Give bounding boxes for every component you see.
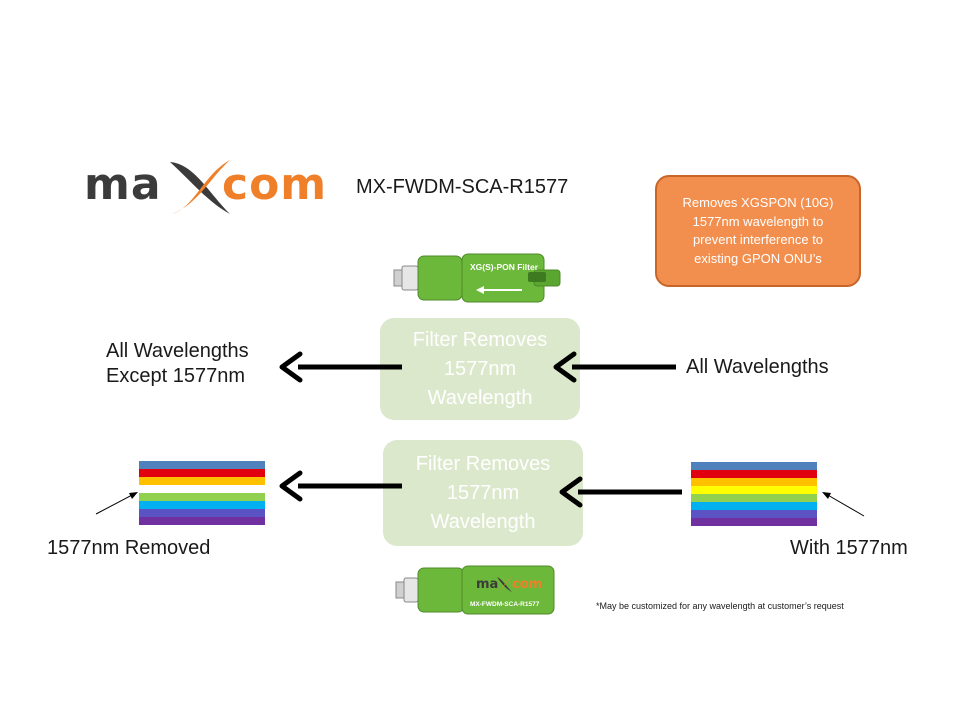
spectrum-stripe xyxy=(139,485,265,493)
pointer-left-icon xyxy=(129,492,138,499)
filter-box-top-line: 1577nm xyxy=(443,357,517,380)
spectrum-stripe xyxy=(139,493,265,501)
description-text: Removes XGSPON (10G) 1577nm wavelength t… xyxy=(682,195,834,266)
label-input-top: All Wavelengths xyxy=(686,356,829,378)
logo-text-left: ma xyxy=(84,159,162,210)
filter-box-top-line: Filter Removes xyxy=(412,328,548,351)
spectrum-stripe xyxy=(691,494,817,502)
spectrum-stripe xyxy=(691,478,817,486)
spectrum-input-stack xyxy=(691,462,817,526)
label-output-top-line: Except 1577nm xyxy=(106,365,245,387)
footnote: *May be customized for any wavelength at… xyxy=(596,601,844,611)
spectrum-stripe xyxy=(139,477,265,485)
spectrum-stripe xyxy=(691,470,817,478)
arrow-bottom-left-icon xyxy=(279,470,303,502)
label-output-bottom: 1577nm Removed xyxy=(47,537,211,559)
spectrum-stripe xyxy=(691,486,817,494)
label-input-bottom: With 1577nm xyxy=(790,537,908,559)
logo-text-right: com xyxy=(222,159,328,210)
device-top-label: XG(S)-PON Filter xyxy=(470,262,539,272)
filter-box-bottom: Filter Removes 1577nm Wavelength xyxy=(383,440,583,546)
xgs-pon-filter-device: XG(S)-PON Filter xyxy=(393,253,561,303)
spectrum-output-stack xyxy=(139,461,265,525)
maxcom-logo: ma com xyxy=(84,152,326,222)
arrow-top-left-icon xyxy=(279,351,303,383)
spectrum-stripe xyxy=(691,510,817,518)
spectrum-stripe xyxy=(139,517,265,525)
spectrum-stripe xyxy=(691,502,817,510)
device-bottom-label: MX-FWDM-SCA-R1577 xyxy=(470,601,540,608)
filter-box-top-line: Wavelength xyxy=(427,386,533,409)
pointer-right-icon xyxy=(822,492,831,499)
spectrum-stripe xyxy=(139,469,265,477)
logo-x-swoosh-icon xyxy=(170,160,230,214)
device-bottom-logo-left: ma xyxy=(476,577,498,592)
filter-box-top: Filter Removes 1577nm Wavelength xyxy=(380,318,580,420)
device-bottom-logo-right: com xyxy=(512,577,542,592)
spectrum-stripe xyxy=(139,501,265,509)
description-callout: Removes XGSPON (10G) 1577nm wavelength t… xyxy=(655,175,861,287)
label-output-top: All Wavelengths Except 1577nm xyxy=(106,339,249,389)
spectrum-stripe xyxy=(691,462,817,470)
maxcom-filter-device: ma com MX-FWDM-SCA-R1577 xyxy=(395,565,555,615)
filter-box-bottom-line: Wavelength xyxy=(430,510,536,533)
filter-box-bottom-line: 1577nm xyxy=(446,481,520,504)
spectrum-stripe xyxy=(139,461,265,469)
filter-box-bottom-line: Filter Removes xyxy=(415,452,551,475)
model-number: MX-FWDM-SCA-R1577 xyxy=(356,176,569,198)
spectrum-stripe xyxy=(691,518,817,526)
label-output-top-line: All Wavelengths xyxy=(106,340,249,362)
spectrum-stripe xyxy=(139,509,265,517)
